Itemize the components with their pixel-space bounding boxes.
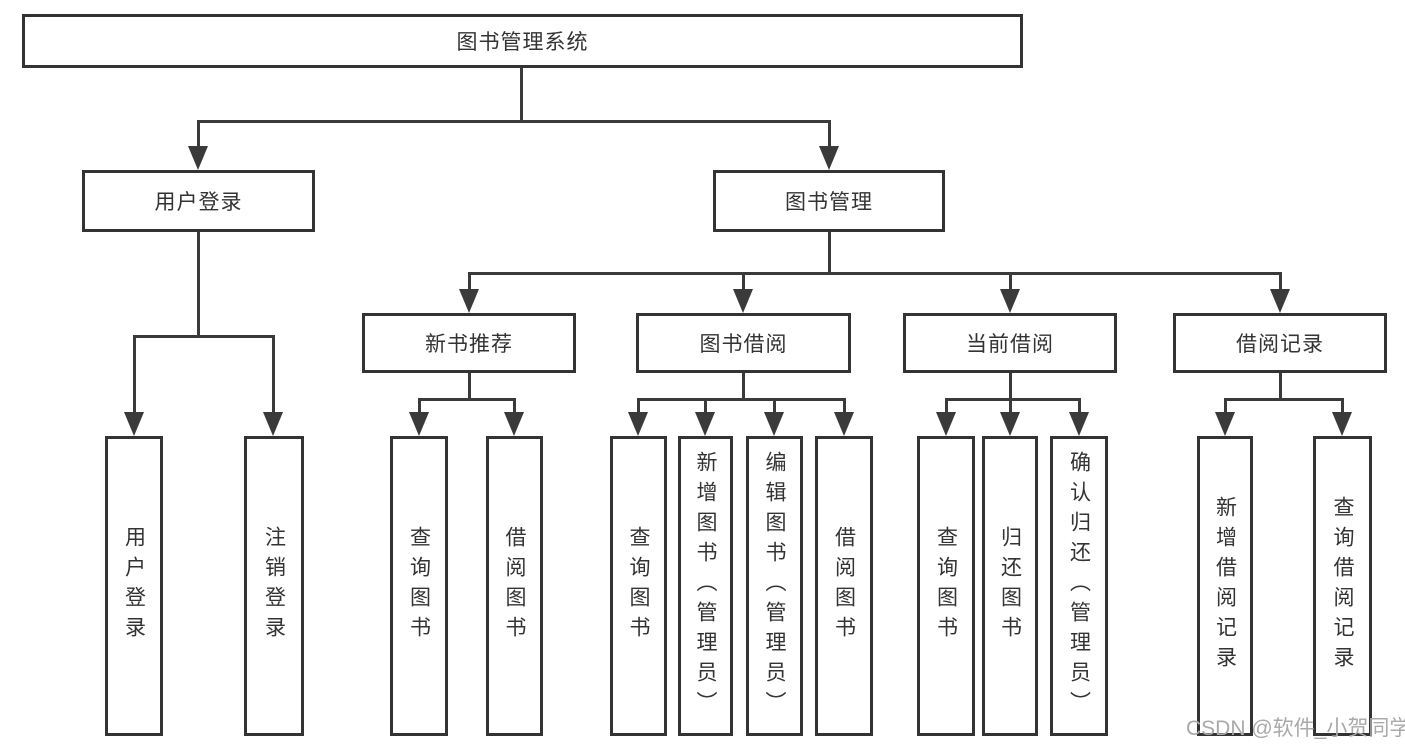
leaf-query-books-current-label: 查询图书 xyxy=(934,526,958,646)
arrow-down-icon xyxy=(124,412,144,436)
arrow-down-icon xyxy=(1069,412,1089,436)
leaf-logout: 注销登录 xyxy=(244,436,304,736)
connector-line xyxy=(742,373,745,398)
leaf-query-books-current: 查询图书 xyxy=(917,436,975,736)
connector-line xyxy=(468,272,1281,275)
connector-line xyxy=(1224,398,1343,401)
connector-line xyxy=(272,335,275,413)
connector-line xyxy=(945,398,948,413)
arrow-down-icon xyxy=(764,412,784,436)
connector-line xyxy=(197,232,200,335)
arrow-down-icon xyxy=(188,146,208,170)
arrow-down-icon xyxy=(819,146,839,170)
leaf-borrow-books-label: 借阅图书 xyxy=(832,526,856,646)
connector-line xyxy=(418,398,421,413)
arrow-down-icon xyxy=(1000,289,1020,313)
connector-line xyxy=(197,120,200,148)
node-new-book-recommend: 新书推荐 xyxy=(362,313,576,373)
arrow-down-icon xyxy=(1332,412,1352,436)
leaf-borrow-books: 借阅图书 xyxy=(815,436,873,736)
leaf-return-books: 归还图书 xyxy=(982,436,1038,736)
leaf-query-borrow-record-label: 查询借阅记录 xyxy=(1331,496,1354,676)
arrow-down-icon xyxy=(628,412,648,436)
connector-line xyxy=(704,398,707,413)
connector-line xyxy=(637,398,845,401)
leaf-confirm-return-admin: 确认归还（管理员） xyxy=(1050,436,1108,736)
leaf-borrow-books-recommend: 借阅图书 xyxy=(486,436,543,736)
node-book-management-label: 图书管理 xyxy=(785,191,873,214)
node-book-borrowing: 图书借阅 xyxy=(636,313,851,373)
arrow-down-icon xyxy=(409,412,429,436)
leaf-add-books-admin-label: 新增图书（管理员） xyxy=(694,451,717,721)
connector-line xyxy=(1009,373,1012,398)
connector-line xyxy=(843,398,846,413)
leaf-query-books-borrowing: 查询图书 xyxy=(610,436,667,736)
connector-line xyxy=(1078,398,1081,413)
leaf-edit-books-admin-label: 编辑图书（管理员） xyxy=(763,451,786,721)
connector-line xyxy=(945,398,1080,401)
arrow-down-icon xyxy=(1000,412,1020,436)
arrow-down-icon xyxy=(459,289,479,313)
arrow-down-icon xyxy=(733,289,753,313)
leaf-return-books-label: 归还图书 xyxy=(998,526,1022,646)
connector-line xyxy=(1279,373,1282,398)
connector-line xyxy=(520,68,523,120)
arrow-down-icon xyxy=(1215,412,1235,436)
leaf-query-books-recommend-label: 查询图书 xyxy=(407,526,431,646)
connector-line xyxy=(742,272,745,290)
node-user-login-label: 用户登录 xyxy=(154,191,243,214)
connector-line xyxy=(418,398,516,401)
leaf-add-borrow-record: 新增借阅记录 xyxy=(1197,436,1253,736)
leaf-add-books-admin: 新增图书（管理员） xyxy=(678,436,733,736)
leaf-edit-books-admin: 编辑图书（管理员） xyxy=(746,436,803,736)
connector-line xyxy=(1009,272,1012,290)
leaf-user-login-label: 用户登录 xyxy=(122,526,146,646)
arrow-down-icon xyxy=(695,412,715,436)
node-borrowing-records: 借阅记录 xyxy=(1173,313,1387,373)
connector-line xyxy=(1009,398,1012,413)
node-new-book-recommend-label: 新书推荐 xyxy=(425,333,513,356)
node-book-management: 图书管理 xyxy=(713,170,945,232)
leaf-user-login: 用户登录 xyxy=(105,436,163,736)
node-borrowing-records-label: 借阅记录 xyxy=(1236,333,1324,356)
arrow-down-icon xyxy=(504,412,524,436)
leaf-borrow-books-recommend-label: 借阅图书 xyxy=(503,526,526,646)
connector-line xyxy=(133,335,274,338)
node-root: 图书管理系统 xyxy=(22,14,1023,68)
node-user-login: 用户登录 xyxy=(82,170,315,232)
leaf-query-borrow-record: 查询借阅记录 xyxy=(1313,436,1372,736)
connector-line xyxy=(828,120,831,148)
leaf-query-books-recommend: 查询图书 xyxy=(390,436,448,736)
connector-line xyxy=(197,120,831,123)
connector-line xyxy=(637,398,640,413)
arrow-down-icon xyxy=(263,412,283,436)
connector-line xyxy=(513,398,516,413)
connector-line xyxy=(1341,398,1344,413)
connector-line xyxy=(468,373,471,398)
arrow-down-icon xyxy=(936,412,956,436)
arrow-down-icon xyxy=(1270,289,1290,313)
connector-line xyxy=(1224,398,1227,413)
connector-line xyxy=(468,272,471,290)
connector-line xyxy=(1279,272,1282,290)
connector-line xyxy=(828,232,831,272)
leaf-confirm-return-admin-label: 确认归还（管理员） xyxy=(1067,451,1091,721)
node-current-borrowing-label: 当前借阅 xyxy=(966,333,1054,356)
connector-line xyxy=(133,335,136,413)
leaf-add-borrow-record-label: 新增借阅记录 xyxy=(1213,496,1237,676)
node-root-label: 图书管理系统 xyxy=(456,31,589,54)
node-current-borrowing: 当前借阅 xyxy=(903,313,1117,373)
node-book-borrowing-label: 图书借阅 xyxy=(699,333,788,356)
leaf-logout-label: 注销登录 xyxy=(262,526,286,646)
connector-line xyxy=(773,398,776,413)
csdn-watermark: CSDN @软件_小贺同学 xyxy=(1186,717,1405,740)
leaf-query-books-borrowing-label: 查询图书 xyxy=(627,526,650,646)
arrow-down-icon xyxy=(834,412,854,436)
